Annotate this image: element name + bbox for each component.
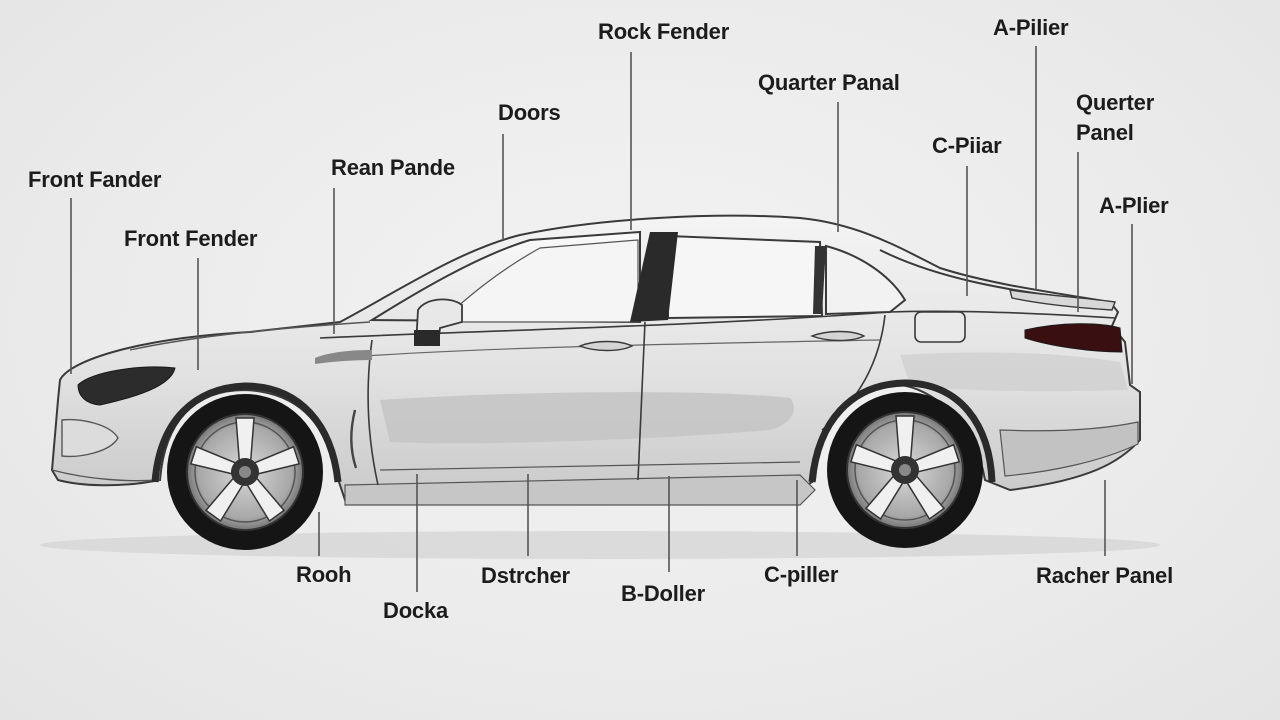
rear-wheel — [827, 392, 983, 548]
label-dstrcher: Dstrcher — [481, 563, 570, 588]
b-pillar — [630, 232, 678, 322]
label-rean-pande: Rean Pande — [331, 155, 455, 180]
center-door-seam — [637, 321, 646, 481]
rear-pillar — [813, 246, 826, 314]
label-quarter-panal: Quarter Panal — [758, 70, 900, 95]
label-a-pilier-top: A-Pilier — [993, 15, 1069, 40]
front-splitter — [51, 469, 161, 482]
rocker-band — [344, 474, 816, 506]
fender-gill — [350, 409, 358, 469]
side-shading — [380, 392, 794, 444]
front-bumper-intake — [61, 418, 119, 458]
label-rooh: Rooh — [296, 562, 352, 587]
label-c-piller: C-piller — [764, 562, 839, 587]
label-rock-fender: Rock Fender — [598, 19, 730, 44]
taillight — [1024, 323, 1123, 353]
rear-quarter-shading — [900, 352, 1128, 392]
front-fender-strake — [315, 350, 372, 364]
headlight — [77, 366, 176, 406]
front-door-handle — [578, 340, 634, 352]
fuel-door — [914, 311, 966, 343]
label-docka: Docka — [383, 598, 449, 623]
door-bottom-line — [379, 461, 801, 471]
front-wheel — [167, 394, 323, 550]
rear-quarter-window — [825, 244, 907, 316]
label-racher-panel: Racher Panel — [1036, 563, 1174, 588]
rear-door-handle — [810, 330, 866, 342]
label-c-piiar: C-Piiar — [932, 133, 1002, 158]
front-wheel-arch — [151, 382, 342, 483]
hood-crease — [129, 321, 371, 351]
rear-bumper — [999, 421, 1139, 477]
label-front-fander: Front Fander — [28, 167, 162, 192]
trunk-spoiler — [1009, 289, 1116, 311]
label-b-doller: B-Doller — [621, 581, 705, 606]
belt-line — [319, 310, 1116, 339]
label-doors: Doors — [498, 100, 561, 125]
label-a-plier-right: A-Plier — [1099, 193, 1169, 218]
mirror-base — [414, 330, 440, 346]
label-querter-panel: Querter Panel — [1076, 90, 1155, 145]
label-front-fender: Front Fender — [124, 226, 258, 251]
rear-wheel-arch — [808, 379, 996, 483]
